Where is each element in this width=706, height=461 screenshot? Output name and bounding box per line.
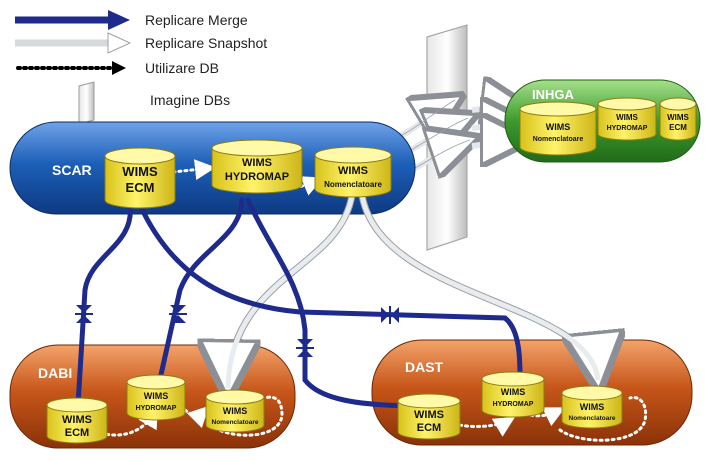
dabi-hub-label: DABI xyxy=(38,365,72,381)
svg-text:HYDROMAP: HYDROMAP xyxy=(136,405,177,412)
inhga-hub-label: INHGA xyxy=(532,87,575,102)
svg-text:WIMS: WIMS xyxy=(414,409,444,421)
merge-sync-symbols xyxy=(75,305,399,357)
snapshot-arrows-to-regions xyxy=(228,194,598,388)
snapshot-legend-label: Replicare Snapshot xyxy=(145,35,267,51)
merge-legend-label: Replicare Merge xyxy=(145,12,248,28)
inhga-hydromap-db: WIMS HYDROMAP xyxy=(597,97,657,141)
inhga-nomenclatoare-db: WIMS Nomenclatoare xyxy=(519,101,597,156)
svg-text:WIMS: WIMS xyxy=(338,165,368,177)
svg-text:HYDROMAP: HYDROMAP xyxy=(225,171,289,183)
dast-hub-label: DAST xyxy=(405,359,444,375)
merge-sync-icon xyxy=(381,306,399,324)
svg-text:Nomenclatoare: Nomenclatoare xyxy=(533,136,584,143)
dabi-ecm-db: WIMS ECM xyxy=(46,397,108,444)
merge-sync-icon xyxy=(169,305,187,323)
dast-nomenclatoare-db: WIMS Nomenclatoare xyxy=(561,385,623,429)
merge-sync-icon xyxy=(75,305,93,323)
svg-text:HYDROMAP: HYDROMAP xyxy=(493,401,534,408)
merge-legend-arrow-icon xyxy=(15,10,130,30)
svg-text:WIMS: WIMS xyxy=(501,387,526,397)
merge-replication-lines xyxy=(75,197,523,409)
image-legend-label: Imagine DBs xyxy=(150,92,230,108)
dast-ecm-db: WIMS ECM xyxy=(397,393,461,440)
svg-text:WIMS: WIMS xyxy=(223,406,248,416)
svg-text:ECM: ECM xyxy=(669,123,687,132)
scar-hydromap-db: WIMS HYDROMAP xyxy=(211,139,303,194)
dabi-nomenclatoare-db: WIMS Nomenclatoare xyxy=(205,389,265,433)
svg-text:WIMS: WIMS xyxy=(616,113,638,122)
svg-text:WIMS: WIMS xyxy=(122,164,158,179)
scar-nomenclatoare-db: WIMS Nomenclatoare xyxy=(314,146,392,198)
svg-text:Nomenclatoare: Nomenclatoare xyxy=(324,180,382,189)
db-usage-legend-arrow-icon xyxy=(16,61,126,75)
db-usage-legend-label: Utilizare DB xyxy=(145,60,219,76)
svg-text:ECM: ECM xyxy=(417,422,441,434)
svg-text:WIMS: WIMS xyxy=(242,157,272,169)
svg-text:WIMS: WIMS xyxy=(667,113,689,122)
inhga-ecm-db: WIMS ECM xyxy=(659,97,697,141)
scar-hub-label: SCAR xyxy=(52,162,92,178)
svg-text:WIMS: WIMS xyxy=(580,402,605,412)
svg-text:ECM: ECM xyxy=(126,180,155,195)
svg-text:Nomenclatoare: Nomenclatoare xyxy=(569,415,616,422)
svg-text:Nomenclatoare: Nomenclatoare xyxy=(212,419,259,426)
svg-text:WIMS: WIMS xyxy=(546,122,571,132)
svg-text:HYDROMAP: HYDROMAP xyxy=(607,125,648,132)
dabi-hydromap-db: WIMS HYDROMAP xyxy=(126,374,186,421)
svg-text:ECM: ECM xyxy=(65,427,89,439)
merge-sync-icon xyxy=(296,339,314,357)
legend: Replicare Merge Replicare Snapshot Utili… xyxy=(15,10,267,125)
svg-text:WIMS: WIMS xyxy=(144,391,169,401)
dast-hydromap-db: WIMS HYDROMAP xyxy=(481,371,545,418)
image-legend-panel-icon xyxy=(78,81,95,125)
snapshot-legend-arrow-icon xyxy=(15,32,132,54)
svg-text:WIMS: WIMS xyxy=(62,414,92,426)
scar-ecm-db: WIMS ECM xyxy=(104,147,176,209)
